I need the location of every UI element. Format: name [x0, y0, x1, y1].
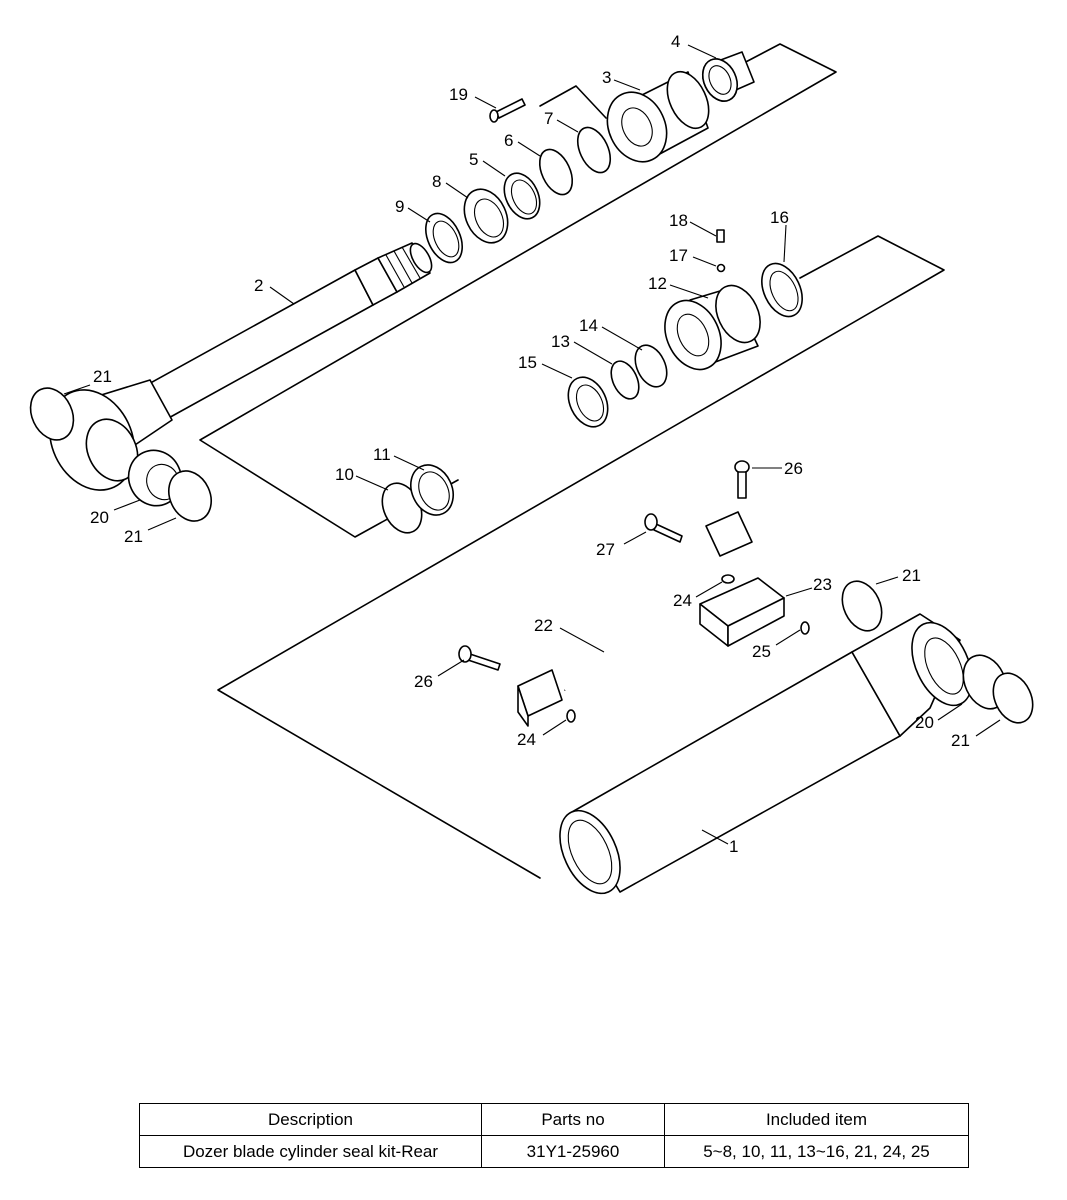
callout-21-rod-top: 21	[93, 367, 112, 386]
callout-12: 12	[648, 274, 667, 293]
cell-description: Dozer blade cylinder seal kit-Rear	[139, 1135, 482, 1168]
callout-21-tube-top: 21	[902, 566, 921, 585]
pipe-assembly	[458, 460, 810, 727]
rod-seals	[29, 126, 612, 534]
seal-8	[463, 188, 509, 244]
callout-14: 14	[579, 316, 598, 335]
callout-26-left: 26	[414, 672, 433, 691]
callout-20-rod: 20	[90, 508, 109, 527]
callout-5: 5	[469, 150, 478, 169]
table-header-row: Description Parts no Included item	[139, 1103, 969, 1136]
ring-21-right	[992, 672, 1034, 724]
callout-11: 11	[373, 445, 391, 464]
oring-25	[800, 621, 810, 635]
block-23	[699, 577, 785, 647]
callout-1: 1	[729, 837, 738, 856]
callout-7: 7	[544, 109, 553, 128]
cell-parts-no: 31Y1-25960	[481, 1135, 665, 1168]
callout-6: 6	[504, 131, 513, 150]
ring-15	[567, 376, 609, 428]
ring-21-right-upper	[841, 580, 883, 632]
oring-24-upper	[721, 574, 735, 584]
ring-11	[410, 464, 454, 516]
callout-10: 10	[335, 465, 354, 484]
bolt-19	[489, 98, 526, 123]
callout-26-top: 26	[784, 459, 803, 478]
callout-27: 27	[596, 540, 615, 559]
seal-9	[425, 212, 463, 264]
callout-21-tube-bottom: 21	[951, 731, 970, 750]
callout-3: 3	[602, 68, 611, 87]
rod-cover	[489, 51, 755, 163]
callout-18: 18	[669, 211, 688, 230]
callout-4: 4	[671, 32, 680, 51]
piston-assembly	[567, 229, 803, 428]
ring-21-left	[29, 387, 75, 441]
callout-19: 19	[449, 85, 468, 104]
bolt-27	[644, 513, 683, 543]
oring-24-lower	[566, 709, 576, 723]
callout-24-upper: 24	[673, 591, 692, 610]
ring-16	[761, 262, 803, 318]
oring-6	[538, 148, 574, 196]
callout-25: 25	[752, 642, 771, 661]
table-row: Dozer blade cylinder seal kit-Rear 31Y1-…	[139, 1135, 969, 1168]
callout-labels: 4 3 19 7 6 5 8 9 2 18 17 16 12 14 13 15 …	[90, 32, 970, 856]
block-26-lower	[517, 669, 563, 727]
callout-13: 13	[551, 332, 570, 351]
screw-26-top	[734, 460, 750, 499]
callout-20-tube: 20	[915, 713, 934, 732]
screw-18	[716, 229, 725, 243]
ring-21-left-lower	[168, 470, 212, 522]
header-parts-no: Parts no	[481, 1103, 665, 1136]
callout-23: 23	[813, 575, 832, 594]
callout-16: 16	[770, 208, 789, 227]
oring-7	[576, 126, 612, 174]
callout-22: 22	[534, 616, 553, 635]
callout-24-lower: 24	[517, 730, 536, 749]
callout-9: 9	[395, 197, 404, 216]
callout-17: 17	[669, 246, 688, 265]
header-included-item: Included item	[664, 1103, 969, 1136]
leader-lines	[63, 44, 1001, 845]
cell-included-item: 5~8, 10, 11, 13~16, 21, 24, 25	[664, 1135, 969, 1168]
seal-14	[634, 344, 668, 388]
seal-kit-table: Description Parts no Included item Dozer…	[139, 1103, 969, 1168]
callout-8: 8	[432, 172, 441, 191]
ball-17	[716, 263, 726, 273]
oring-13	[610, 360, 640, 400]
header-description: Description	[139, 1103, 482, 1136]
bolt-26-left	[458, 645, 501, 671]
callout-21-rod-bottom: 21	[124, 527, 143, 546]
callout-2: 2	[254, 276, 263, 295]
rod-assembly-frame	[199, 43, 837, 538]
block-26-upper	[705, 511, 753, 557]
cylinder-tube	[559, 580, 1034, 895]
piston-assembly-frame	[217, 235, 945, 879]
callout-15: 15	[518, 353, 537, 372]
